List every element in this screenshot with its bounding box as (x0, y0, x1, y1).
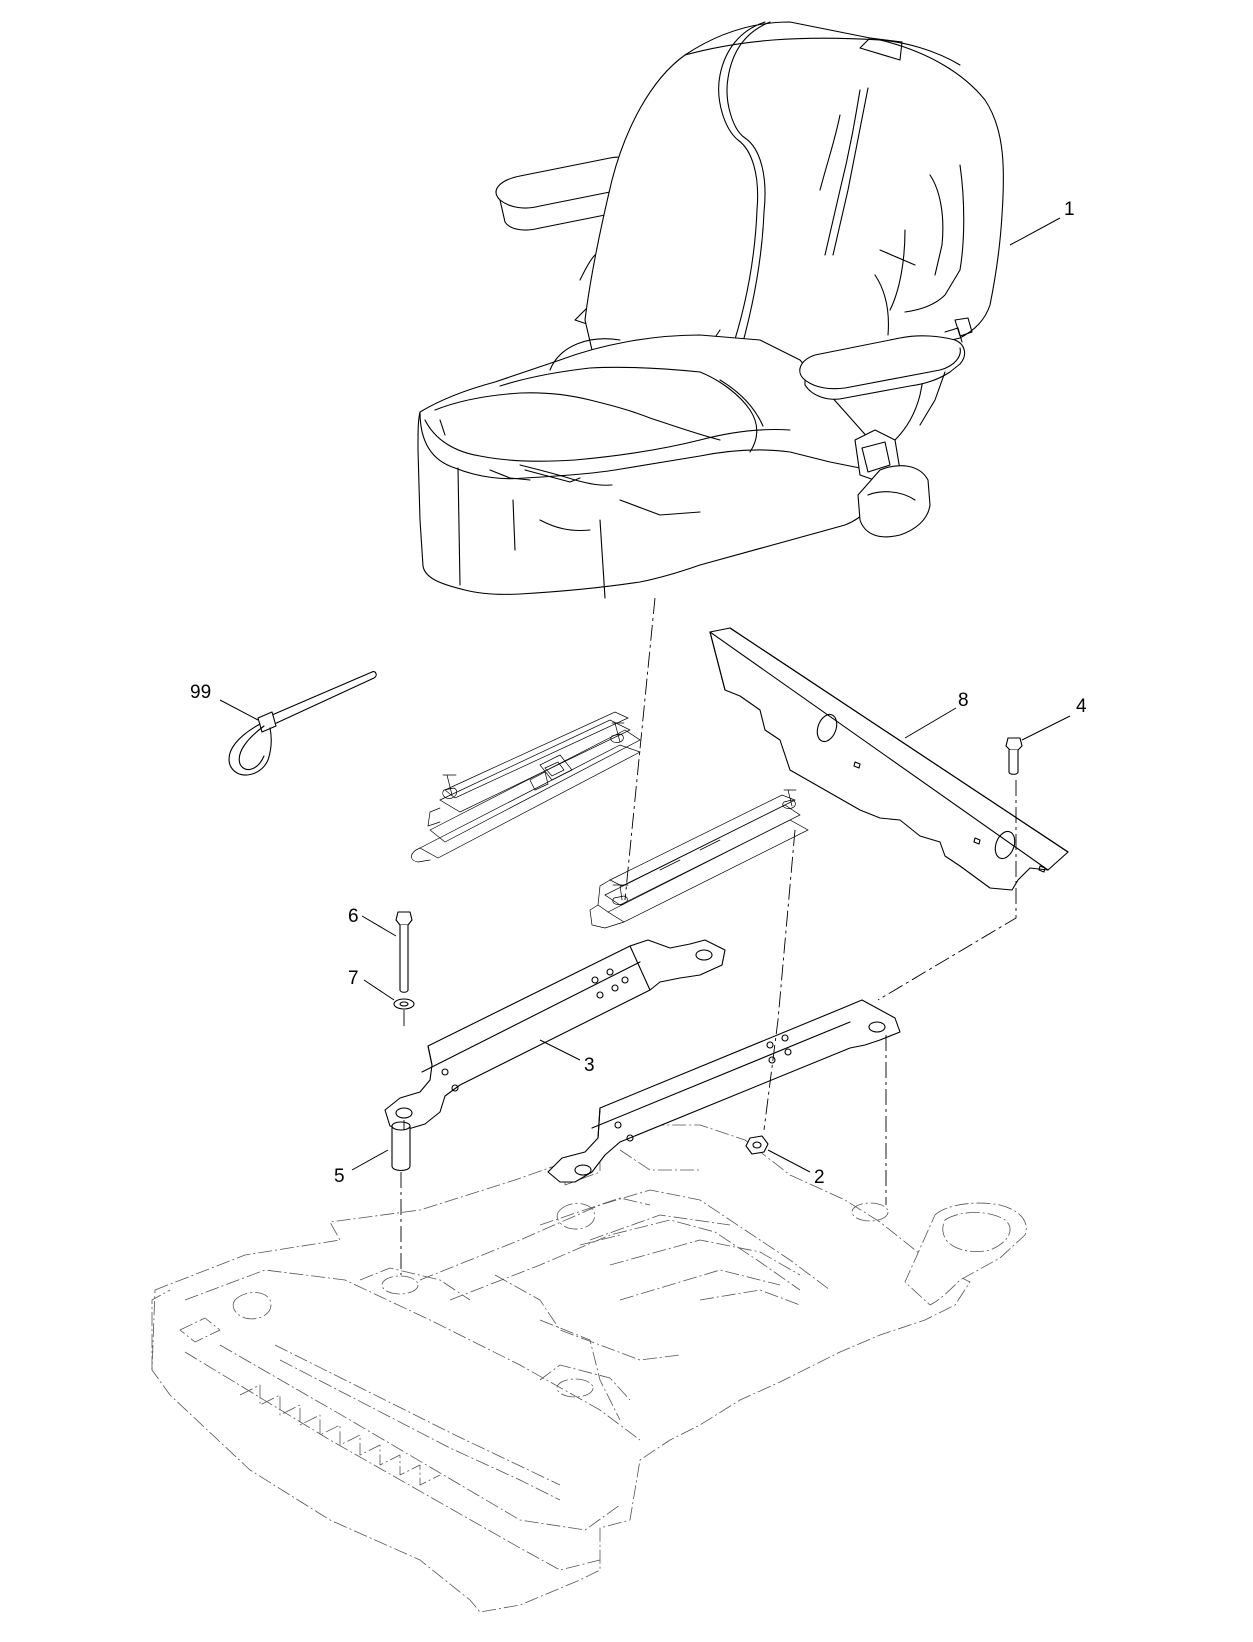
bolt-item-6 (395, 911, 413, 993)
callout-number: 99 (190, 682, 211, 703)
seat-assembly (417, 21, 1004, 599)
callout-6: 6 (348, 906, 397, 937)
callout-number: 4 (1076, 696, 1087, 717)
callout-99: 99 (190, 682, 259, 721)
washer-item-7 (393, 998, 415, 1010)
assembly-centerlines (400, 597, 1017, 1275)
chassis-ghost-outline (151, 1124, 1027, 1613)
seat-bracket-rear (547, 999, 901, 1183)
nut-item-2 (745, 1135, 769, 1155)
callout-2: 2 (767, 1149, 825, 1188)
callout-number: 8 (958, 690, 969, 711)
seat-bracket-front (384, 939, 726, 1131)
callout-number: 3 (584, 1055, 595, 1076)
seat-bracket (709, 627, 1069, 891)
callout-number: 7 (348, 968, 359, 989)
callout-3: 3 (539, 1039, 595, 1076)
callout-number: 5 (334, 1166, 345, 1187)
cable-tie-item-99 (228, 671, 377, 776)
bolt-item-4 (1005, 737, 1023, 775)
callout-8: 8 (904, 690, 969, 739)
callout-1: 1 (1009, 199, 1075, 246)
seat-slider-rail-right (589, 789, 809, 929)
callout-number: 6 (348, 906, 359, 927)
callout-number: 1 (1064, 199, 1075, 220)
callout-number: 2 (814, 1167, 825, 1188)
spacer-item-5 (391, 1121, 411, 1172)
callout-4: 4 (1021, 696, 1087, 741)
seat-slider-rail-left (411, 711, 641, 863)
callout-5: 5 (334, 1149, 389, 1187)
callout-7: 7 (348, 968, 395, 1001)
